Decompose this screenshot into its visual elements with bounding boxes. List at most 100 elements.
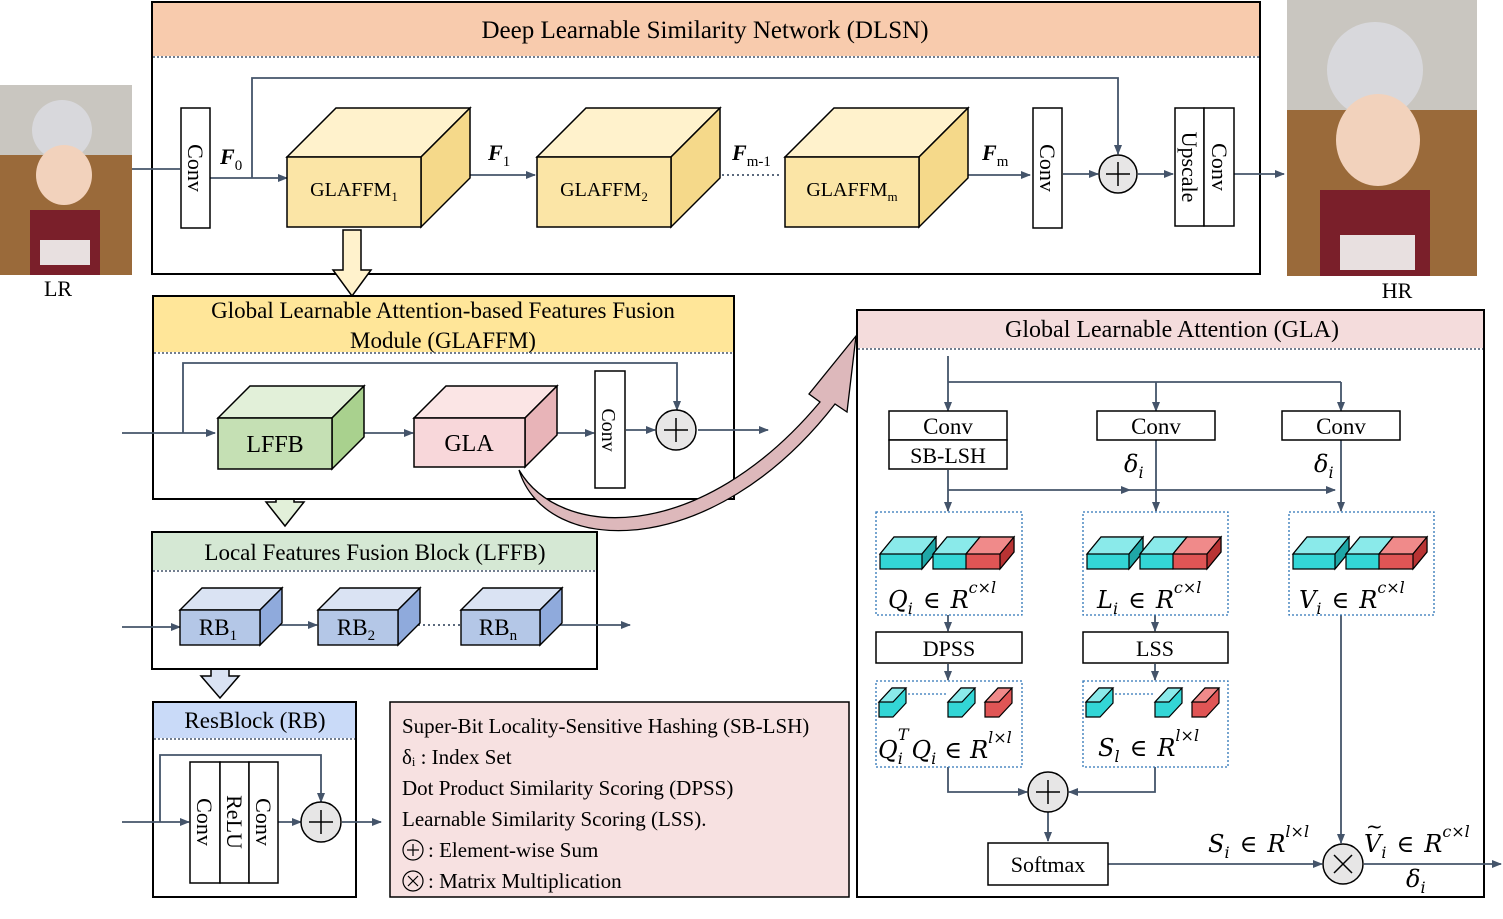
gla-arrows [944, 356, 1502, 868]
l-formula: Li∈Rc×l [1096, 578, 1201, 618]
conv-label: Conv [183, 144, 208, 192]
lr-label: LR [44, 276, 72, 301]
lr-image [0, 85, 132, 275]
glaffm-1-label: GLAFFM1 [310, 179, 398, 204]
delta-i-output: δi [1406, 865, 1426, 897]
dlsn-conv-in: Conv [180, 107, 211, 229]
svg-text:~: ~ [1366, 814, 1383, 838]
sblsh-label: SB-LSH [910, 443, 986, 468]
conv-label: Conv [1207, 143, 1232, 191]
glaffm-title-line2: Module (GLAFFM) [350, 328, 536, 353]
svg-text:Conv: Conv [597, 408, 619, 451]
delta-i-label-v: δi [1314, 450, 1334, 482]
gla-panel: Global Learnable Attention (GLA) [856, 309, 1485, 898]
gla-label: GLA [444, 431, 494, 457]
qtq-tensor-group: QiTQi∈Rl×l [875, 680, 1023, 768]
glaffm-m-label: GLAFFMm [806, 179, 897, 204]
rb-1-label: RB1 [199, 615, 237, 644]
resblock-sum-op [300, 801, 342, 843]
lss-box: LSS [1082, 631, 1229, 664]
gla-curved-arrow [518, 333, 857, 532]
f1-label: F1 [487, 140, 510, 170]
rb-conv2-label: Conv [251, 798, 276, 846]
gla-cube: GLA [412, 384, 559, 469]
glaffm-sum-op [655, 409, 697, 451]
upscale-label: Upscale [1177, 132, 1202, 203]
legend-sblsh: Super-Bit Locality-Sensitive Hashing (SB… [402, 714, 809, 738]
qtq-formula: QiTQi∈Rl×l [878, 725, 1012, 768]
fm-label: Fm [981, 140, 1009, 170]
svg-text:LSS: LSS [1136, 636, 1174, 661]
dlsn-arrows [132, 77, 1285, 182]
si-formula: Si∈Rl×l [1208, 822, 1309, 862]
lffb-cube: LFFB [216, 384, 366, 471]
v-tilde-formula: ~ Vi∈Rc×l [1364, 814, 1470, 862]
resblock-title: ResBlock (RB) [184, 708, 325, 733]
tensor-chunk-cyan [1084, 687, 1115, 718]
glaffm-2-block: GLAFFM2 [535, 106, 722, 229]
rb-n-cube: RBn [459, 586, 564, 647]
legend-delta: δᵢ : Index Set [402, 745, 512, 769]
f0-label: F0 [219, 144, 242, 174]
sl-tensor-group: Sl∈Rl×l [1082, 680, 1229, 768]
gla-sum-op [1027, 771, 1069, 813]
rb-2-label: RB2 [337, 615, 375, 644]
legend-dpss: Dot Product Similarity Scoring (DPSS) [402, 776, 733, 800]
rb-1-cube: RB1 [178, 586, 284, 647]
glaffm-m-block: GLAFFMm [783, 106, 970, 229]
gla-conv-v-box: Conv [1281, 410, 1401, 441]
glaffm-1-block: GLAFFM1 [285, 106, 472, 229]
glaffm-2-label: GLAFFM2 [560, 179, 648, 204]
legend-matmul-icon [402, 870, 424, 892]
fm1-label: Fm-1 [731, 140, 771, 170]
upscale-conv-block: Upscale Conv [1174, 107, 1235, 227]
tensor-chunk-cyan [878, 535, 938, 571]
dlsn-title: Deep Learnable Similarity Network (DLSN) [481, 17, 928, 44]
svg-text:Conv: Conv [1035, 144, 1060, 192]
tensor-chunk-cyan [877, 687, 908, 718]
glaffm-expand-arrow [331, 229, 373, 298]
tensor-chunk-cyan [946, 687, 977, 718]
tensor-chunk-red [983, 687, 1014, 718]
legend-lss: Learnable Similarity Scoring (LSS). [402, 807, 706, 831]
l-tensor-group: Li∈Rc×l [1082, 511, 1229, 618]
rb-2-cube: RB2 [316, 586, 422, 647]
legend-sum: : Element-wise Sum [428, 838, 598, 862]
resblock-arrows [122, 754, 382, 826]
v-tensor-group: Vi∈Rc×l [1288, 511, 1435, 618]
gla-matmul-op [1322, 843, 1364, 885]
legend-matmul: : Matrix Multiplication [428, 869, 622, 893]
tensor-chunk-red [1190, 687, 1221, 718]
tensor-chunk-red [1171, 535, 1223, 571]
q-tensor-group: Qi∈Rc×l [875, 511, 1023, 618]
sl-formula: Sl∈Rl×l [1098, 726, 1199, 766]
delta-i-label-l: δi [1124, 450, 1144, 482]
svg-text:DPSS: DPSS [923, 636, 976, 661]
tensor-chunk-cyan [1153, 687, 1184, 718]
lffb-label: LFFB [246, 432, 303, 458]
svg-text:Softmax: Softmax [1011, 852, 1086, 877]
resblock-layers: Conv ReLU Conv [189, 761, 279, 884]
dlsn-sum-op [1098, 154, 1138, 194]
conv-label: Conv [923, 414, 973, 439]
tensor-chunk-red [964, 535, 1016, 571]
legend-sum-icon [402, 839, 424, 861]
tensor-chunk-red [1377, 535, 1429, 571]
rb-n-label: RBn [479, 615, 518, 644]
hr-image [1287, 0, 1477, 276]
dpss-box: DPSS [875, 631, 1023, 664]
svg-text:Conv: Conv [1316, 414, 1366, 439]
legend-box: Super-Bit Locality-Sensitive Hashing (SB… [389, 701, 850, 898]
q-formula: Qi∈Rc×l [888, 578, 996, 618]
hr-label: HR [1382, 278, 1413, 303]
gla-title: Global Learnable Attention (GLA) [1005, 317, 1339, 343]
svg-text:Vi∈Rc×l: Vi∈Rc×l [1364, 822, 1470, 862]
softmax-box: Softmax [987, 842, 1109, 886]
rb-conv1-label: Conv [192, 798, 217, 846]
lffb-title: Local Features Fusion Block (LFFB) [204, 540, 545, 565]
gla-conv-l-box: Conv [1096, 410, 1216, 441]
svg-text:Conv: Conv [1131, 414, 1181, 439]
v-formula: Vi∈Rc×l [1299, 578, 1405, 618]
glaffm-title-line1: Global Learnable Attention-based Feature… [211, 298, 675, 323]
